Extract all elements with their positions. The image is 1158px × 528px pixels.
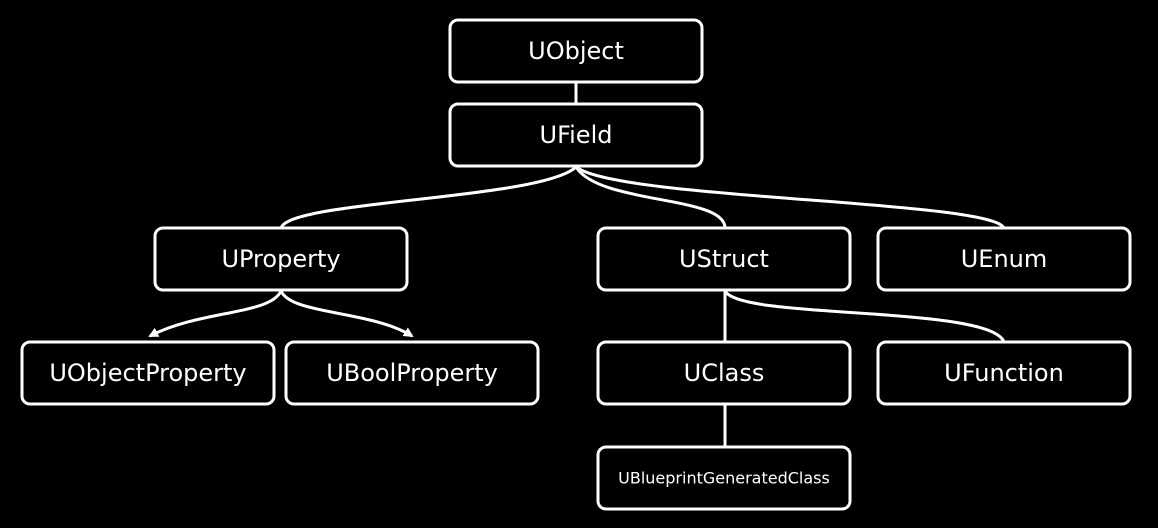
edge-ufield-ustruct [574,166,727,229]
node-uproperty[interactable]: UProperty [153,226,409,292]
node-label-uproperty: UProperty [221,245,340,273]
edge-ufield-uproperty [279,165,578,229]
edges [148,82,1006,447]
edge-ustruct-ufunction [723,290,1006,343]
node-ustruct[interactable]: UStruct [596,226,852,292]
node-ufunction[interactable]: UFunction [876,340,1132,406]
node-label-ublueprintgeneratedclass: UBlueprintGeneratedClass [618,469,830,488]
node-uobject[interactable]: UObject [448,18,704,84]
node-label-uclass: UClass [684,359,765,387]
node-uenum[interactable]: UEnum [876,226,1132,292]
edge-uproperty-uobjectproperty [148,290,283,338]
node-label-ufunction: UFunction [944,359,1064,387]
edge-uproperty-uboolproperty [279,290,414,338]
node-uclass[interactable]: UClass [596,340,852,406]
node-label-ustruct: UStruct [679,245,769,273]
node-uobjectproperty[interactable]: UObjectProperty [20,340,276,406]
node-label-uboolproperty: UBoolProperty [326,359,498,387]
node-label-uenum: UEnum [961,245,1048,273]
node-ufield[interactable]: UField [448,102,704,168]
node-label-uobjectproperty: UObjectProperty [49,359,246,387]
node-ublueprintgeneratedclass[interactable]: UBlueprintGeneratedClass [596,445,852,511]
edge-ufield-uenum [575,165,1006,230]
node-uboolproperty[interactable]: UBoolProperty [284,340,540,406]
node-label-ufield: UField [540,121,613,149]
node-label-uobject: UObject [528,37,624,65]
